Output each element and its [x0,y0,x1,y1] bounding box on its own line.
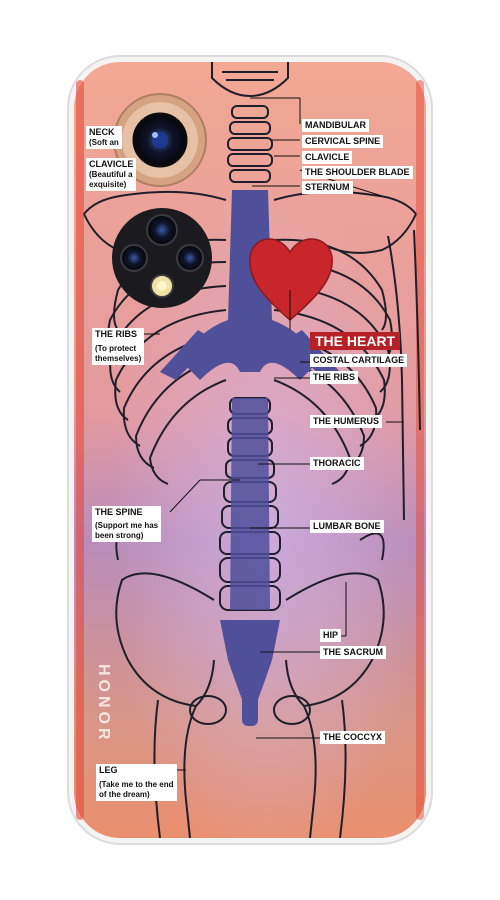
label-the-heart: THE HEART [310,332,401,350]
label-clavicle-right: CLAVICLE [302,151,353,164]
label-lumbar: LUMBAR BONE [310,520,384,533]
femur-right [303,705,317,838]
label-sternum: STERNUM [302,181,353,194]
brand-logo: HONOR [95,664,112,744]
label-clavicle-left: CLAVICLE (Beautiful a exquisite) [86,158,137,191]
jaw-bone [211,62,289,98]
clavicle-right [273,190,417,215]
femur-left [183,705,197,838]
label-sacrum: THE SACRUM [320,646,386,659]
camera-lens-icon [146,214,178,246]
camera-lens-icon [120,244,148,272]
cartilage-regions [160,190,340,726]
label-spine: THE SPINE (Support me has been strong) [92,506,162,542]
label-hip: HIP [320,629,342,642]
label-costal-cartilage: COSTAL CARTILAGE [310,354,408,367]
humerus-right [387,235,405,521]
label-humerus: THE HUMERUS [310,415,383,428]
camera-lens-icon [176,244,204,272]
cervical-spine [227,105,273,183]
clavicle-left [83,190,227,215]
label-mandibular: MANDIBULAR [302,119,369,132]
label-ribs-right: THE RIBS [310,371,359,384]
label-coccyx: THE COCCYX [320,731,386,744]
label-neck: NECK (Soft an [86,126,122,149]
label-ribs-left: THE RIBS (To protect themselves) [92,328,145,365]
side-edge-glare [76,80,84,820]
label-shoulder-blade: THE SHOULDER BLADE [302,166,413,179]
label-cervical-spine: CERVICAL SPINE [302,135,384,148]
label-leg: LEG (Take me to the end of the dream) [96,764,177,801]
label-thoracic: THORACIC [310,457,364,470]
heart-icon [249,238,333,321]
pelvis-left [115,572,215,708]
